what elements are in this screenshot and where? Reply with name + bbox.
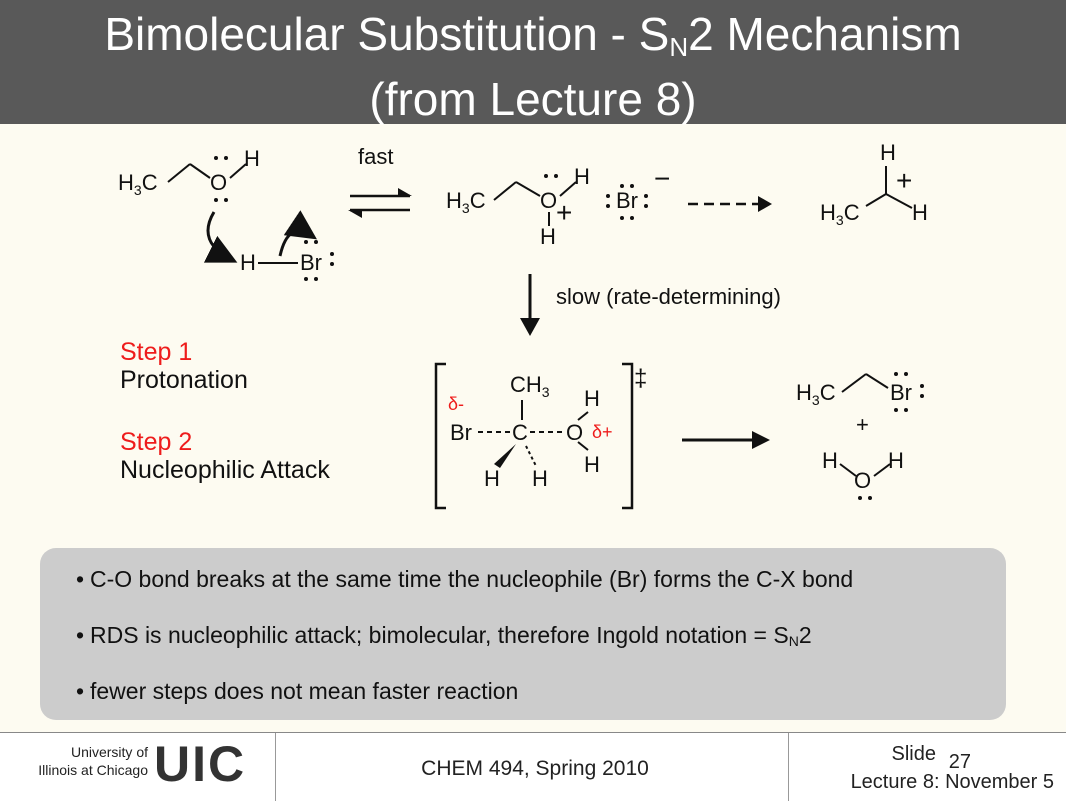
svg-text:+: + <box>556 197 572 228</box>
svg-text:O: O <box>854 468 871 493</box>
uic-logo: UIC <box>154 736 247 792</box>
step2-title: Step 2 <box>120 428 193 456</box>
svg-text:H: H <box>244 146 260 171</box>
svg-text:O: O <box>210 170 227 195</box>
label-fast: fast <box>358 144 393 169</box>
svg-text:H: H <box>912 200 928 225</box>
lecture-info: Lecture 8: November 5 <box>850 771 1054 793</box>
svg-text:CH3: CH3 <box>510 372 550 400</box>
slide-footer: University of Illinois at Chicago UIC CH… <box>0 732 1066 801</box>
svg-text:H3C: H3C <box>796 380 836 408</box>
course-name: CHEM 494, Spring 2010 <box>421 757 649 780</box>
svg-text:H: H <box>888 448 904 473</box>
double-dagger: ‡ <box>634 365 647 392</box>
svg-text:H: H <box>484 466 500 491</box>
reaction-scheme: H3C O H H Br fast H3C O <box>118 140 928 510</box>
bullet-dot-icon: • <box>76 678 85 704</box>
step1-description: Protonation <box>120 366 248 394</box>
slide-number: 27 <box>948 751 971 773</box>
ethyl-cation: H H3C H + <box>820 140 928 228</box>
svg-text:Br: Br <box>450 420 472 445</box>
svg-text:H: H <box>574 164 590 189</box>
step1-title: Step 1 <box>120 338 193 366</box>
svg-text:H: H <box>880 140 896 165</box>
bullet-dot-icon: • <box>76 622 85 648</box>
svg-text:O: O <box>540 188 557 213</box>
svg-text:H: H <box>822 448 838 473</box>
slide-header: Bimolecular Substitution - SN2 Mechanism… <box>0 0 1066 125</box>
svg-text:O: O <box>566 420 583 445</box>
svg-text:Br: Br <box>616 188 638 213</box>
svg-text:H: H <box>584 386 600 411</box>
svg-text:H3C: H3C <box>820 200 860 228</box>
water-molecule: H H O <box>822 448 904 500</box>
ethanol-molecule: H3C O H <box>118 146 260 202</box>
bromoethane: H3C Br <box>796 372 924 412</box>
svg-text:H: H <box>240 250 256 275</box>
bullet-item: •fewer steps does not mean faster reacti… <box>76 678 519 704</box>
summary-box: •C-O bond breaks at the same time the nu… <box>40 548 1006 720</box>
label-slow: slow (rate-determining) <box>556 284 781 309</box>
svg-text:+: + <box>896 165 912 196</box>
svg-text:H: H <box>532 466 548 491</box>
delta-plus: δ+ <box>592 422 613 442</box>
ethanol-h3c: H3C <box>118 170 158 198</box>
svg-text:C: C <box>512 420 528 445</box>
svg-text:H: H <box>584 452 600 477</box>
svg-text:H: H <box>540 224 556 249</box>
bullet-item: •RDS is nucleophilic attack; bimolecular… <box>76 622 812 649</box>
slide-title: Bimolecular Substitution - SN2 Mechanism <box>104 8 962 62</box>
bullet-dot-icon: • <box>76 566 85 592</box>
step2-description: Nucleophilic Attack <box>120 456 330 484</box>
protonated-ethanol: H3C O H H + <box>446 164 590 249</box>
university-name: University of Illinois at Chicago <box>38 744 148 778</box>
svg-text:Br: Br <box>890 380 912 405</box>
svg-text:H3C: H3C <box>446 188 486 216</box>
delta-minus: δ- <box>448 394 464 414</box>
transition-state: ‡ δ- δ+ CH3 Br C O H H H H <box>434 362 647 510</box>
svg-text:Br: Br <box>300 250 322 275</box>
hbr-molecule: H Br <box>240 240 334 281</box>
slide-label: Slide <box>891 743 936 765</box>
slide-title-line2: (from Lecture 8) <box>369 73 697 125</box>
svg-text:+: + <box>856 412 869 437</box>
svg-text:−: − <box>654 163 670 194</box>
bromide-ion: Br − <box>606 163 670 220</box>
bullet-item: •C-O bond breaks at the same time the nu… <box>76 566 854 592</box>
